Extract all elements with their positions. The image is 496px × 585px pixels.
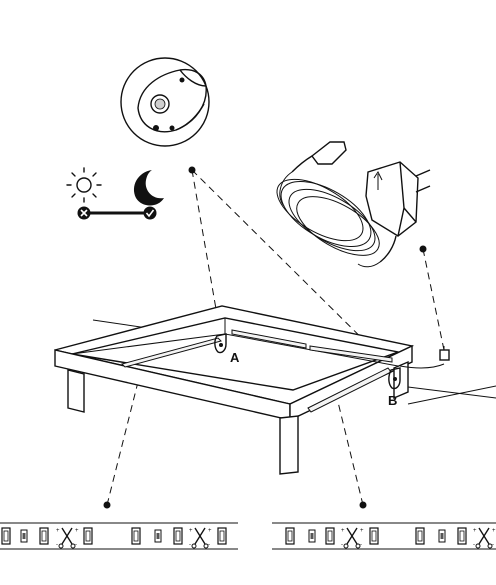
svg-text:+: + (360, 528, 364, 534)
svg-text:+: + (56, 528, 60, 534)
svg-text:+: + (75, 528, 79, 534)
x-circle-icon (77, 206, 91, 220)
power-adapter (276, 141, 431, 268)
scissors-icon: + - + - (56, 527, 79, 549)
led-strip-detail-right: + - + - + - + - (272, 522, 496, 550)
scissors-icon: + - + - (189, 527, 212, 549)
label-b: B (388, 393, 397, 408)
svg-text:-: - (492, 542, 494, 548)
svg-text:-: - (56, 542, 58, 548)
sensor-a (214, 333, 227, 354)
svg-text:-: - (473, 542, 475, 548)
svg-text:+: + (341, 528, 345, 534)
sun-icon (66, 167, 102, 203)
check-circle-icon (143, 206, 157, 220)
sensor-b (388, 367, 401, 390)
scissors-icon: + - + - (473, 527, 496, 549)
svg-text:-: - (208, 542, 210, 548)
sensor-closeup (120, 57, 210, 147)
svg-text:-: - (189, 542, 191, 548)
svg-text:+: + (473, 528, 477, 534)
led-strips-installed (121, 329, 393, 413)
light-sensor-scale (77, 206, 157, 220)
led-strip-detail-left: + - + - + - + - (0, 522, 238, 550)
label-a: A (230, 350, 240, 365)
leader-lines (103, 166, 445, 509)
svg-text:+: + (208, 528, 212, 534)
scissors-icon: + - + - (341, 527, 364, 549)
svg-text:-: - (341, 542, 343, 548)
moon-icon (133, 170, 164, 206)
connector-cable (399, 346, 450, 369)
svg-text:-: - (75, 542, 77, 548)
svg-text:+: + (189, 528, 193, 534)
svg-text:+: + (492, 528, 496, 534)
svg-text:-: - (360, 542, 362, 548)
